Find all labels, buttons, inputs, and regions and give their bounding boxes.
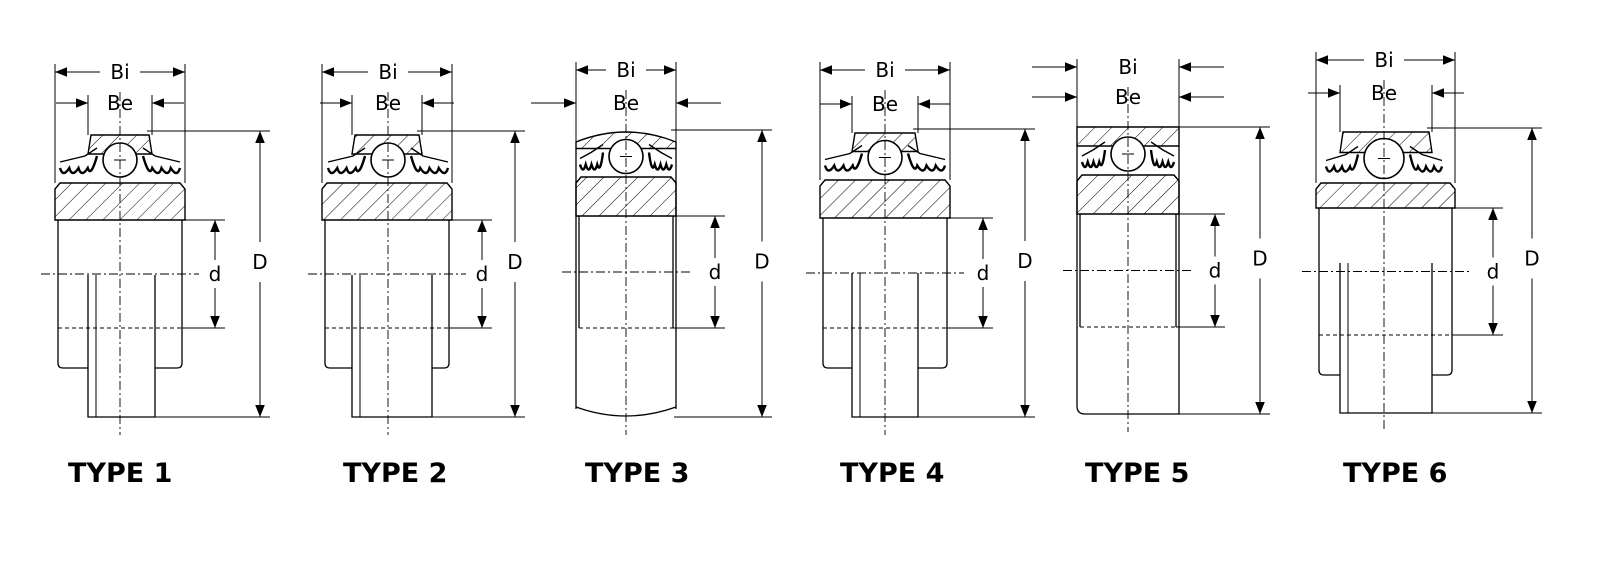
seal-frame — [410, 147, 449, 163]
seal-frame — [59, 147, 98, 163]
od-label: D — [1017, 249, 1032, 273]
seal-lip — [409, 155, 450, 175]
be-label: Be — [613, 91, 639, 115]
od-label: D — [507, 250, 522, 274]
seal-frame — [1150, 141, 1175, 157]
seal-lip — [58, 155, 99, 175]
bore-label: d — [977, 261, 990, 285]
type-label: TYPE 5 — [1085, 458, 1189, 489]
od-label: D — [252, 250, 267, 274]
type-label: TYPE 3 — [585, 458, 689, 489]
bi-label: Bi — [1374, 48, 1393, 72]
be-label: Be — [1371, 81, 1397, 105]
seal-frame — [907, 144, 946, 161]
bi-label: Bi — [1118, 55, 1137, 79]
collar-left — [57, 328, 88, 369]
bi-label: Bi — [378, 60, 397, 84]
seal-lip — [1324, 154, 1360, 173]
collar-right — [155, 328, 183, 369]
seal-lip — [1149, 149, 1176, 169]
seal-lip — [823, 153, 864, 172]
bore-label: d — [209, 262, 222, 286]
seal-frame — [1325, 145, 1359, 162]
seal-frame — [1409, 145, 1443, 162]
collar-left — [1318, 335, 1340, 376]
bi-label: Bi — [875, 58, 894, 82]
type-label: TYPE 2 — [343, 458, 447, 489]
seal-lip — [647, 152, 674, 171]
be-label: Be — [872, 92, 898, 116]
seal-frame — [142, 147, 181, 163]
seal-lip — [326, 155, 367, 175]
seal-frame — [579, 143, 604, 160]
seal-lip — [1408, 154, 1444, 173]
seal-lip — [906, 153, 947, 172]
seal-frame — [648, 143, 673, 160]
bore-label: d — [709, 260, 722, 284]
be-label: Be — [107, 91, 133, 115]
bore-label: d — [1487, 260, 1500, 284]
type-label: TYPE 4 — [840, 458, 944, 489]
inner-ring — [321, 182, 453, 221]
type-label: TYPE 6 — [1343, 458, 1447, 489]
seal-lip — [141, 155, 182, 175]
seal-lip — [1080, 149, 1107, 169]
be-label: Be — [1115, 85, 1141, 109]
inner-ring — [1315, 182, 1456, 209]
inner-sleeve — [351, 275, 433, 418]
bore-label: d — [476, 262, 489, 286]
collar-left — [324, 328, 352, 369]
type-label: TYPE 1 — [68, 458, 172, 489]
od-label: D — [1524, 247, 1539, 271]
collar-right — [918, 328, 948, 369]
bi-label: Bi — [616, 58, 635, 82]
seal-frame — [1081, 141, 1106, 157]
seal-frame — [824, 144, 863, 161]
bi-label: Bi — [110, 60, 129, 84]
seal-lip — [578, 152, 605, 171]
od-label: D — [754, 250, 769, 274]
inner-sleeve — [1339, 263, 1433, 414]
be-label: Be — [375, 91, 401, 115]
collar-left — [822, 328, 852, 369]
od-label: D — [1252, 247, 1267, 271]
seal-frame — [327, 147, 366, 163]
inner-sleeve — [87, 275, 156, 418]
bore-label: d — [1209, 259, 1222, 283]
collar-right — [1432, 335, 1453, 376]
body-bottom — [1076, 405, 1180, 415]
collar-right — [432, 328, 450, 369]
